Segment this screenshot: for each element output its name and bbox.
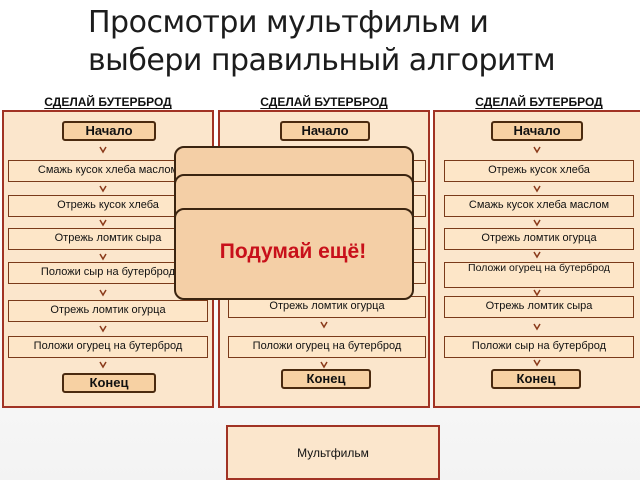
- feedback-popup-front[interactable]: [174, 208, 414, 300]
- panel-2-end: Конец: [281, 369, 371, 389]
- arrow-icon: [99, 253, 107, 261]
- arrow-icon: [320, 361, 328, 369]
- arrow-icon: [99, 325, 107, 333]
- arrow-icon: [533, 146, 541, 154]
- panel-1-start: Начало: [62, 121, 156, 141]
- panel-3-step-2: Смажь кусок хлеба маслом: [444, 195, 634, 217]
- arrow-icon: [533, 323, 541, 331]
- arrow-icon: [533, 251, 541, 259]
- feedback-message: Подумай ещё!: [219, 240, 367, 263]
- arrow-icon: [99, 185, 107, 193]
- panel-3-start: Начало: [491, 121, 583, 141]
- panel-1-step-1: Смажь кусок хлеба маслом: [8, 160, 208, 182]
- arrow-icon: [533, 359, 541, 367]
- arrow-icon: [99, 219, 107, 227]
- panel-3-step-3: Отрежь ломтик огурца: [444, 228, 634, 250]
- panel-1-end: Конец: [62, 373, 156, 393]
- panel-1-step-3: Отрежь ломтик сыра: [8, 228, 208, 250]
- arrow-icon: [99, 146, 107, 154]
- arrow-icon: [99, 289, 107, 297]
- panel-1-heading: СДЕЛАЙ БУТЕРБРОД: [44, 95, 172, 109]
- panel-3-step-4: Положи огурец на бутерброд: [444, 262, 634, 288]
- arrow-icon: [533, 219, 541, 227]
- arrow-icon: [99, 361, 107, 369]
- page-title: Просмотри мультфильм и выбери правильный…: [88, 5, 556, 78]
- panel-3-heading: СДЕЛАЙ БУТЕРБРОД: [475, 95, 603, 109]
- panel-2-start: Начало: [280, 121, 370, 141]
- panel-3-step-5: Отрежь ломтик сыра: [444, 296, 634, 318]
- panel-1-step-4: Положи сыр на бутерброд: [8, 262, 208, 284]
- algorithm-panel-3[interactable]: [433, 110, 640, 408]
- panel-2-heading: СДЕЛАЙ БУТЕРБРОД: [260, 95, 388, 109]
- panel-3-step-1: Отрежь кусок хлеба: [444, 160, 634, 182]
- panel-3-end: Конец: [491, 369, 581, 389]
- arrow-icon: [533, 185, 541, 193]
- panel-3-step-6: Положи сыр на бутерброд: [444, 336, 634, 358]
- panel-1-step-6: Положи огурец на бутерброд: [8, 336, 208, 358]
- panel-1-step-5: Отрежь ломтик огурца: [8, 300, 208, 322]
- arrow-icon: [533, 289, 541, 297]
- arrow-icon: [320, 321, 328, 329]
- panel-2-step-6: Положи огурец на бутерброд: [228, 336, 426, 358]
- cartoon-button[interactable]: Мультфильм: [226, 425, 440, 480]
